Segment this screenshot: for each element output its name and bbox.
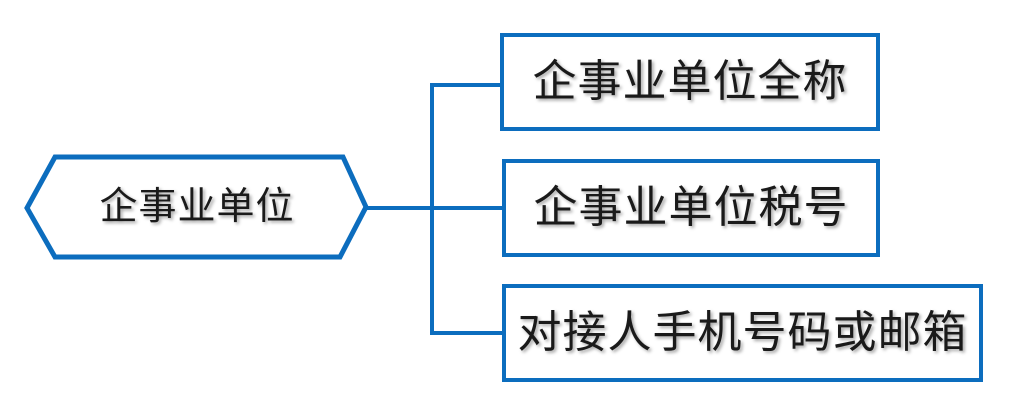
child-node-label: 企事业单位税号	[533, 183, 849, 232]
child-node-label: 企事业单位全称	[532, 57, 848, 106]
connector-branch-bottom	[430, 331, 506, 335]
root-node: 企事业单位	[24, 152, 370, 262]
connector-trunk	[430, 83, 434, 335]
connector-branch-top	[430, 83, 504, 87]
connector-root-line	[366, 206, 506, 210]
child-node-full-name: 企事业单位全称	[500, 33, 880, 131]
child-node-contact-phone-email: 对接人手机号码或邮箱	[502, 284, 983, 382]
child-node-tax-number: 企事业单位税号	[502, 159, 880, 257]
child-node-label: 对接人手机号码或邮箱	[517, 308, 968, 357]
root-node-label: 企事业单位	[99, 186, 295, 228]
